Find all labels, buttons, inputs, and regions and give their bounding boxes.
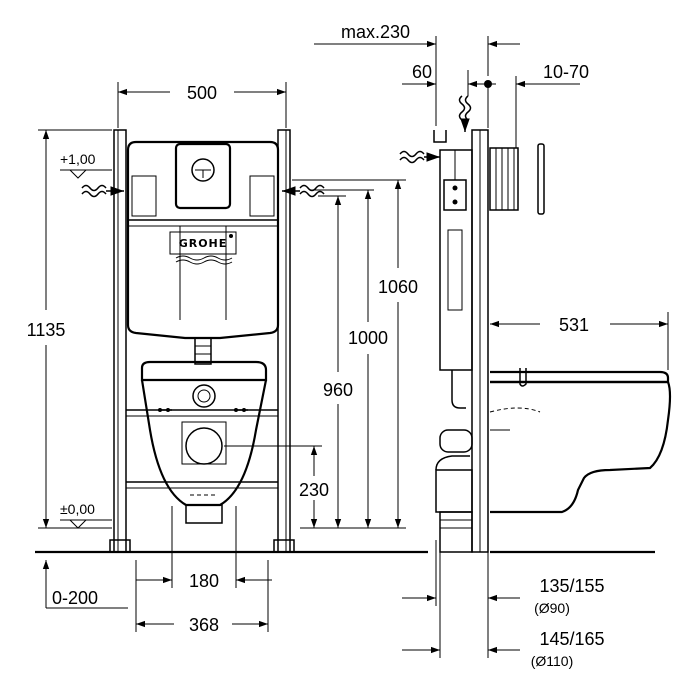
dim-230-label: 230 [299, 480, 329, 500]
frame-profile-side [435, 149, 473, 553]
dim-60: 60 [402, 62, 496, 96]
dim-max-230: max.230 [314, 22, 520, 126]
flush-plate-side [489, 143, 545, 215]
dim-1060: 1060 [292, 179, 418, 529]
level-plus-1: +1,00 [60, 151, 112, 179]
water-inlet-side [399, 150, 440, 164]
front-frame [109, 129, 295, 553]
dim-max-230-label: max.230 [341, 22, 410, 42]
grohe-logo: GROHE [169, 231, 237, 265]
dim-60-label: 60 [412, 62, 432, 82]
dim-1000: 1000 [310, 189, 388, 528]
cistern [126, 140, 280, 365]
dim-1060-label: 1060 [378, 277, 418, 297]
dim-0-200-label: 0-200 [52, 588, 98, 608]
dim-0-200: 0-200 [42, 560, 128, 609]
level-plus-1-label: +1,00 [60, 151, 96, 167]
wall-side [471, 129, 489, 553]
bolt-left [158, 408, 172, 412]
water-inlet-left [81, 184, 124, 198]
dim-1135-label: 1135 [27, 320, 66, 340]
dim-230: 230 [224, 445, 329, 528]
toilet-bowl-front [140, 360, 268, 524]
dim-180-label: 180 [189, 571, 219, 591]
dim-d90-label: (Ø90) [534, 600, 570, 616]
dim-368-label: 368 [189, 615, 219, 635]
dim-d110-label: (Ø110) [531, 653, 574, 669]
dim-135-155-label: 135/155 [539, 576, 604, 596]
dim-135-155: 135/155 (Ø90) [402, 540, 605, 616]
dim-531: 531 [490, 312, 669, 370]
water-inlet-right [282, 184, 325, 198]
dim-531-label: 531 [559, 315, 589, 335]
dim-145-165-label: 145/165 [539, 629, 604, 649]
dim-960: 960 [318, 195, 353, 528]
level-zero-label: ±0,00 [60, 501, 95, 517]
logo-text: GROHE [179, 237, 228, 250]
dim-500-label: 500 [187, 83, 217, 103]
bolt-right [234, 408, 248, 412]
level-zero: ±0,00 [60, 501, 112, 529]
dim-180: 180 [136, 506, 272, 591]
dim-10-70: 10-70 [484, 62, 589, 148]
dim-1135: 1135 [27, 129, 112, 529]
toilet-side [489, 368, 672, 514]
dim-145-165: 145/165 (Ø110) [402, 552, 605, 669]
dim-1000-label: 1000 [348, 328, 388, 348]
dim-960-label: 960 [323, 380, 353, 400]
dim-10-70-label: 10-70 [543, 62, 589, 82]
dim-368: 368 [135, 560, 269, 635]
dim-500: 500 [117, 82, 287, 128]
water-inlet-top [433, 95, 472, 143]
